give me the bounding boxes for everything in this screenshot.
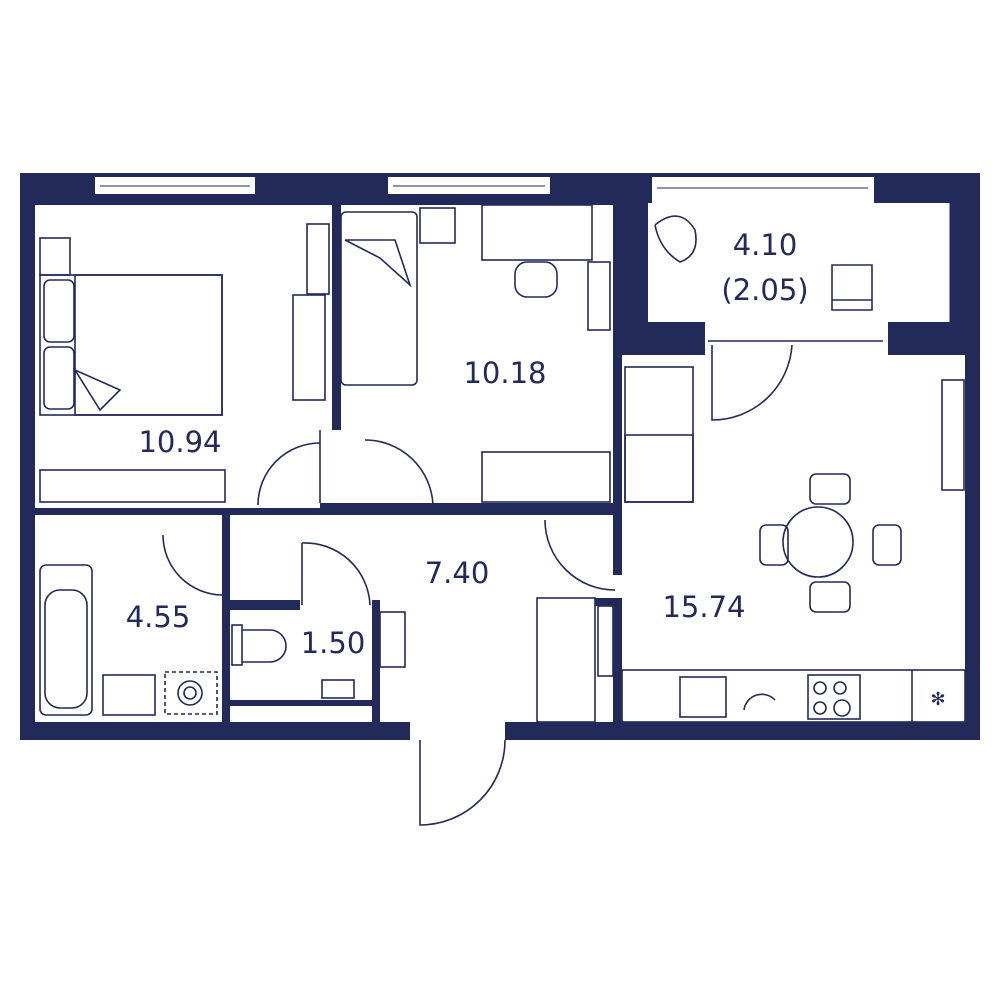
- wall-wc-top: [230, 600, 300, 610]
- wall-wc-bottom: [230, 700, 380, 706]
- living-floor: [622, 355, 965, 722]
- wall-room2-left: [332, 205, 341, 430]
- dining-table: [782, 506, 854, 578]
- windows: [95, 177, 951, 355]
- wall-bedroom-hall-2: [320, 503, 365, 515]
- bedroom-2-floor: [341, 205, 613, 503]
- wall-bedroom-hall: [35, 508, 260, 515]
- desk: [481, 204, 593, 261]
- hallway-floor: [230, 515, 622, 722]
- washing-machine: [164, 671, 218, 715]
- wall-room2-left-low: [320, 430, 329, 503]
- room-area-bedroom: 10.94: [138, 425, 222, 459]
- toilet: [231, 624, 243, 666]
- balcony-floor: [648, 203, 950, 322]
- single-bed: [340, 211, 418, 386]
- wall-living-hall: [613, 515, 622, 575]
- wardrobe: [39, 469, 226, 503]
- svg-text:✻: ✻: [930, 689, 945, 710]
- bathtub: [39, 564, 93, 716]
- bedroom-floor: [35, 205, 332, 508]
- wall-bath: [222, 515, 230, 722]
- room-area-toilet: 1.50: [300, 626, 366, 660]
- furniture: ✻: [39, 204, 966, 723]
- room-area-bedroom-2: 10.18: [463, 356, 547, 390]
- room-area-kitchen-living: 15.74: [662, 590, 746, 624]
- sink: [102, 674, 156, 716]
- room-area-balcony-reduced: (2.05): [721, 273, 809, 307]
- entrance-opening: [410, 722, 505, 740]
- wall-closet: [595, 598, 622, 606]
- kitchen-counter: [621, 669, 966, 723]
- room-area-bathroom: 4.55: [125, 600, 191, 634]
- room-area-balcony: 4.10: [732, 228, 798, 262]
- doors: [162, 344, 793, 826]
- hall-link: [332, 430, 341, 515]
- wall-room2-hall: [433, 503, 613, 515]
- room-area-hallway: 7.40: [424, 556, 490, 590]
- wall-closet-r: [613, 598, 622, 722]
- wall-wc-right: [372, 600, 380, 722]
